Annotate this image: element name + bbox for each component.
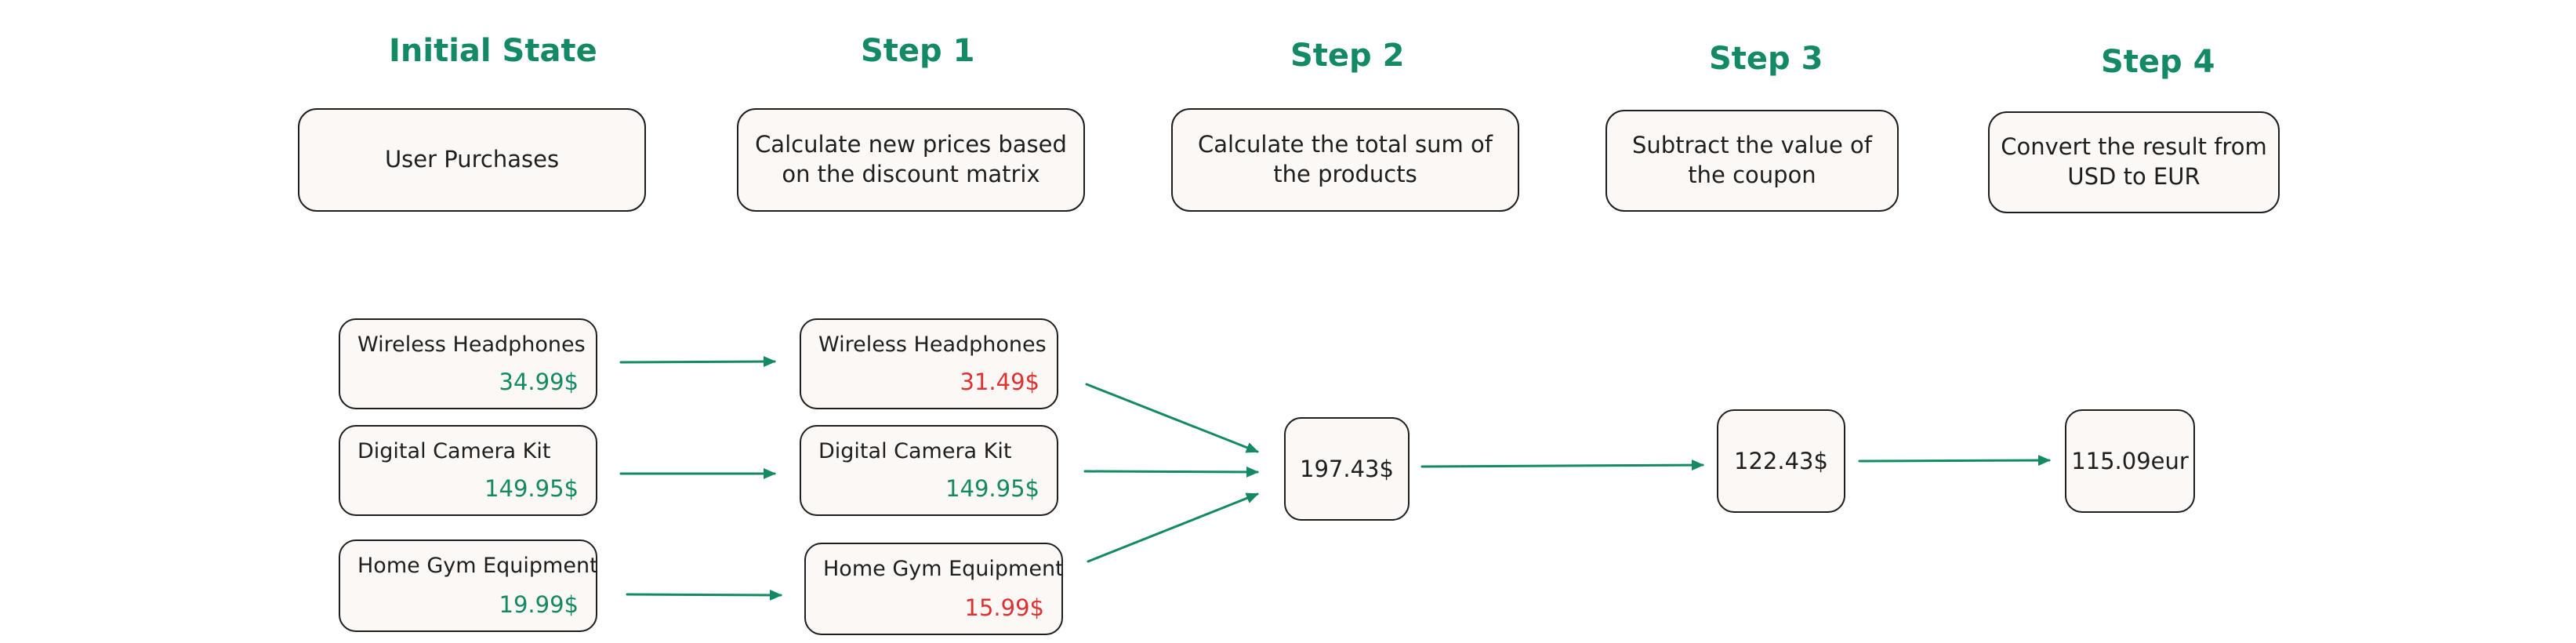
step-description-3: Subtract the value of the coupon	[1605, 110, 1899, 212]
initial-item-card: Wireless Headphones 34.99$	[339, 318, 597, 409]
arrow-item3-to-step1	[626, 589, 782, 601]
item-name: Digital Camera Kit	[357, 439, 551, 463]
arrow-discounted2-to-sum	[1083, 466, 1259, 478]
step-description-text: Calculate new prices based on the discou…	[755, 131, 1067, 187]
item-name: Wireless Headphones	[357, 332, 586, 357]
arrow-item1-to-step1	[619, 356, 776, 368]
item-price: 34.99$	[499, 369, 579, 395]
step-description-text: Calculate the total sum of the products	[1198, 131, 1493, 187]
step-title-1: Step 1	[861, 33, 975, 69]
arrow-discounted1-to-sum	[1085, 383, 1259, 453]
step-description-4: Convert the result from USD to EUR	[1988, 111, 2280, 213]
step-description-1: Calculate new prices based on the discou…	[737, 108, 1085, 212]
item-price: 149.95$	[945, 475, 1039, 502]
item-price: 31.49$	[960, 369, 1039, 395]
item-price: 15.99$	[964, 594, 1044, 621]
step-description-2: Calculate the total sum of the products	[1171, 108, 1519, 212]
arrow-discounted3-to-sum	[1087, 492, 1259, 563]
converted-value: 115.09eur	[2071, 448, 2189, 474]
step-title-3: Step 3	[1709, 41, 1823, 77]
after-coupon-value: 122.43$	[1734, 448, 1828, 474]
initial-item-card: Home Gym Equipment 19.99$	[339, 539, 598, 632]
initial-item-card: Digital Camera Kit 149.95$	[339, 425, 597, 516]
arrow-coupon-to-converted	[1858, 455, 2051, 467]
item-name: Wireless Headphones	[818, 332, 1047, 357]
item-name: Home Gym Equipment	[823, 557, 1064, 581]
step-description-text: User Purchases	[384, 146, 560, 173]
step-title-initial: Initial State	[389, 33, 597, 69]
step-title-2: Step 2	[1290, 38, 1405, 74]
after-coupon-box: 122.43$	[1717, 409, 1845, 513]
item-name: Home Gym Equipment	[357, 554, 598, 578]
total-sum-value: 197.43$	[1300, 456, 1394, 482]
total-sum-box: 197.43$	[1284, 417, 1410, 521]
discounted-item-card: Home Gym Equipment 15.99$	[804, 543, 1064, 635]
item-price: 19.99$	[499, 591, 579, 618]
item-price: 149.95$	[484, 475, 579, 502]
step-title-4: Step 4	[2101, 44, 2215, 80]
discounted-item-card: Wireless Headphones 31.49$	[800, 318, 1058, 409]
discounted-item-card: Digital Camera Kit 149.95$	[800, 425, 1058, 516]
converted-box: 115.09eur	[2065, 409, 2195, 513]
step-description-text: Convert the result from USD to EUR	[2001, 133, 2267, 190]
step-description-initial: User Purchases	[298, 108, 646, 212]
step-description-text: Subtract the value of the coupon	[1632, 132, 1872, 188]
arrow-sum-to-coupon	[1420, 460, 1704, 471]
item-name: Digital Camera Kit	[818, 439, 1012, 463]
